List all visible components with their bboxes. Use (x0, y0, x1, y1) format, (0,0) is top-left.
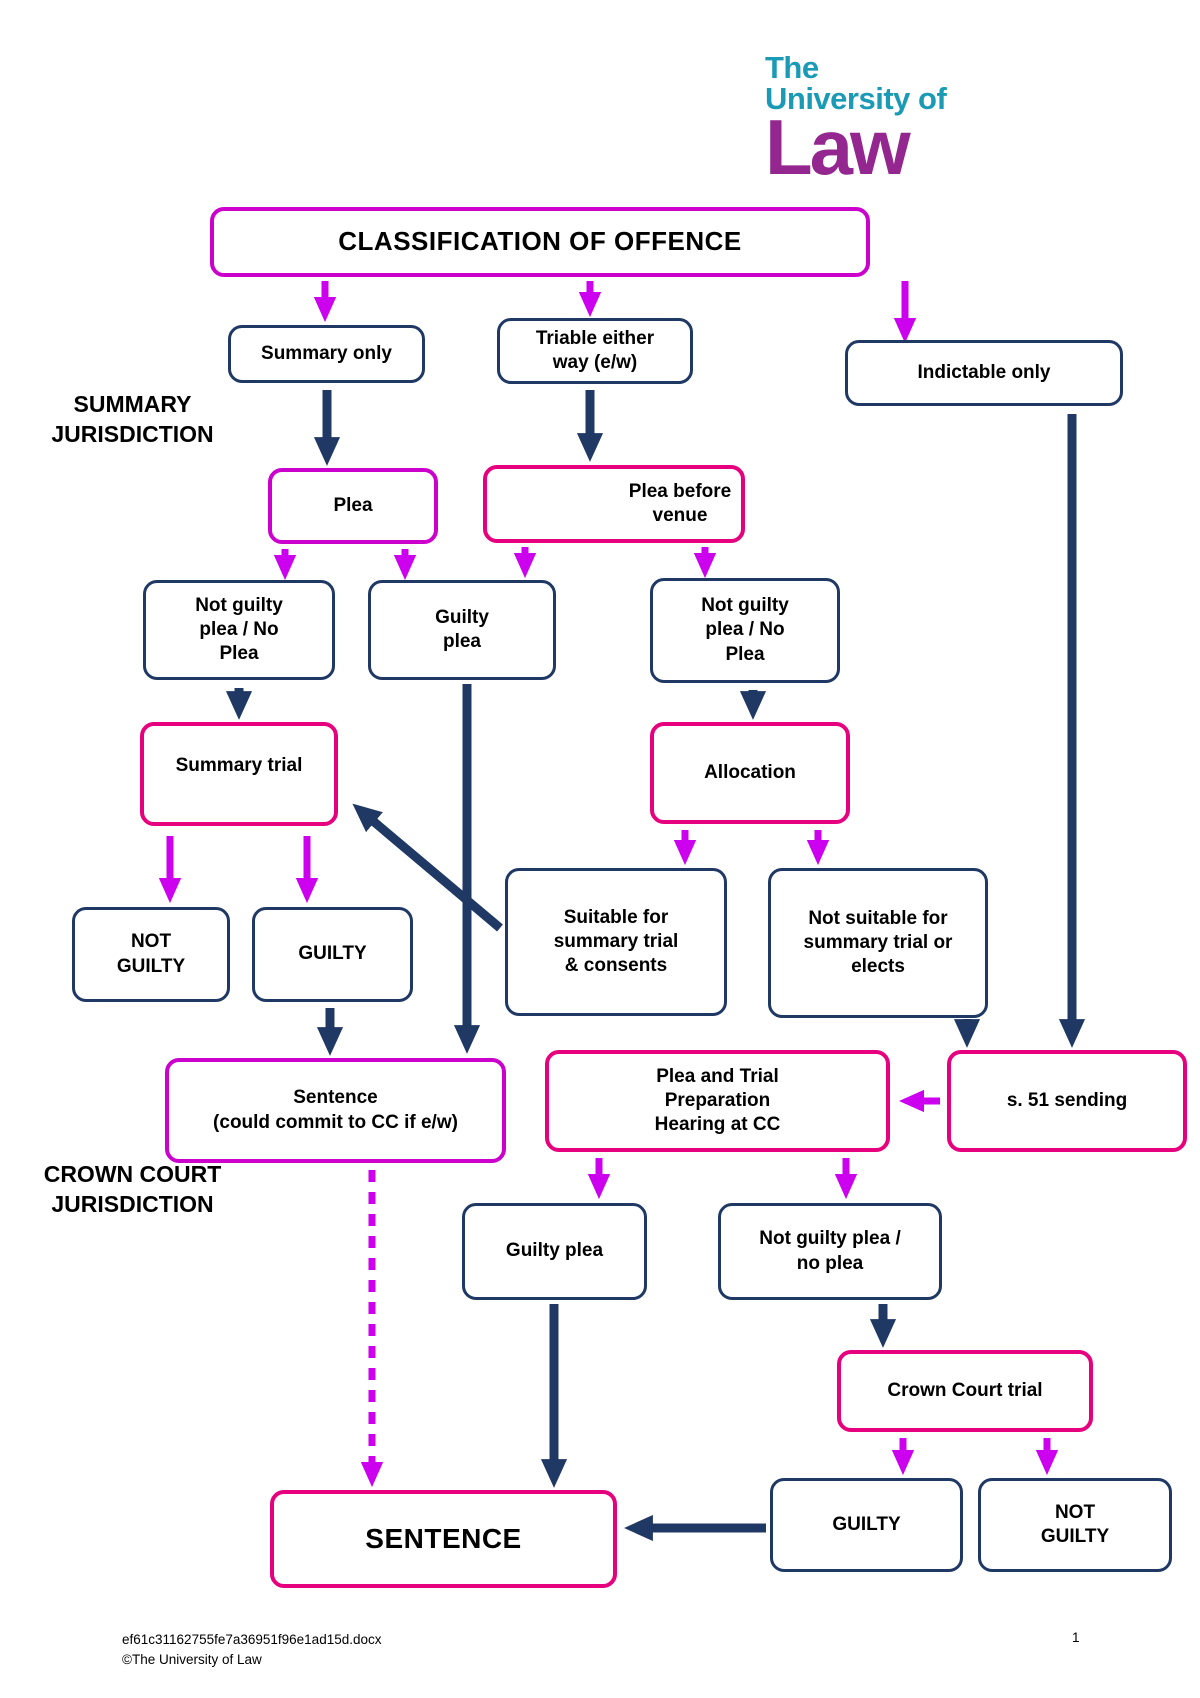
logo-line-the: The (765, 50, 819, 85)
footer-copyright: ©The University of Law (122, 1651, 262, 1667)
node-not-guilty-result: NOT GUILTY (72, 907, 230, 1002)
node-not-guilty-final: NOT GUILTY (978, 1478, 1172, 1572)
node-not-guilty-plea-cc: Not guilty plea / no plea (718, 1203, 942, 1300)
page-number: 1 (1072, 1630, 1080, 1645)
footer-filename: ef61c31162755fe7a36951f96e1ad15d.docx (122, 1632, 382, 1647)
label-summary-jurisdiction: SUMMARY JURISDICTION (51, 391, 214, 447)
node-not-guilty-plea-ew: Not guilty plea / No Plea (650, 578, 840, 683)
node-s51-sending: s. 51 sending (947, 1050, 1187, 1152)
node-ptph: Plea and Trial Preparation Hearing at CC (545, 1050, 890, 1152)
node-guilty-plea-cc: Guilty plea (462, 1203, 647, 1300)
node-sentence-final: SENTENCE (270, 1490, 617, 1588)
node-plea: Plea (268, 468, 438, 544)
node-plea-before-venue: Plea before venue (483, 465, 745, 543)
node-allocation: Allocation (650, 722, 850, 824)
node-summary-only: Summary only (228, 325, 425, 383)
label-crown-court-jurisdiction: CROWN COURT JURISDICTION (43, 1161, 222, 1217)
node-indictable-only: Indictable only (845, 340, 1123, 406)
node-crown-court-trial: Crown Court trial (837, 1350, 1093, 1432)
node-guilty-final: GUILTY (770, 1478, 963, 1572)
node-triable-either-way: Triable either way (e/w) (497, 318, 693, 384)
node-summary-trial: Summary trial (140, 722, 338, 826)
node-guilty-result: GUILTY (252, 907, 413, 1002)
logo-line-university-of: University of (765, 81, 947, 116)
node-not-suitable-summary: Not suitable for summary trial or elects (768, 868, 988, 1018)
node-sentence-commit: Sentence (could commit to CC if e/w) (165, 1058, 506, 1163)
logo-line-law: Law (765, 103, 911, 191)
node-classification-of-offence: CLASSIFICATION OF OFFENCE (210, 207, 870, 277)
footer: ef61c31162755fe7a36951f96e1ad15d.docx ©T… (122, 1630, 382, 1669)
node-suitable-summary: Suitable for summary trial & consents (505, 868, 727, 1016)
node-not-guilty-plea-summary: Not guilty plea / No Plea (143, 580, 335, 680)
node-guilty-plea-summary: Guilty plea (368, 580, 556, 680)
university-of-law-logo: The University of Law (765, 50, 947, 191)
